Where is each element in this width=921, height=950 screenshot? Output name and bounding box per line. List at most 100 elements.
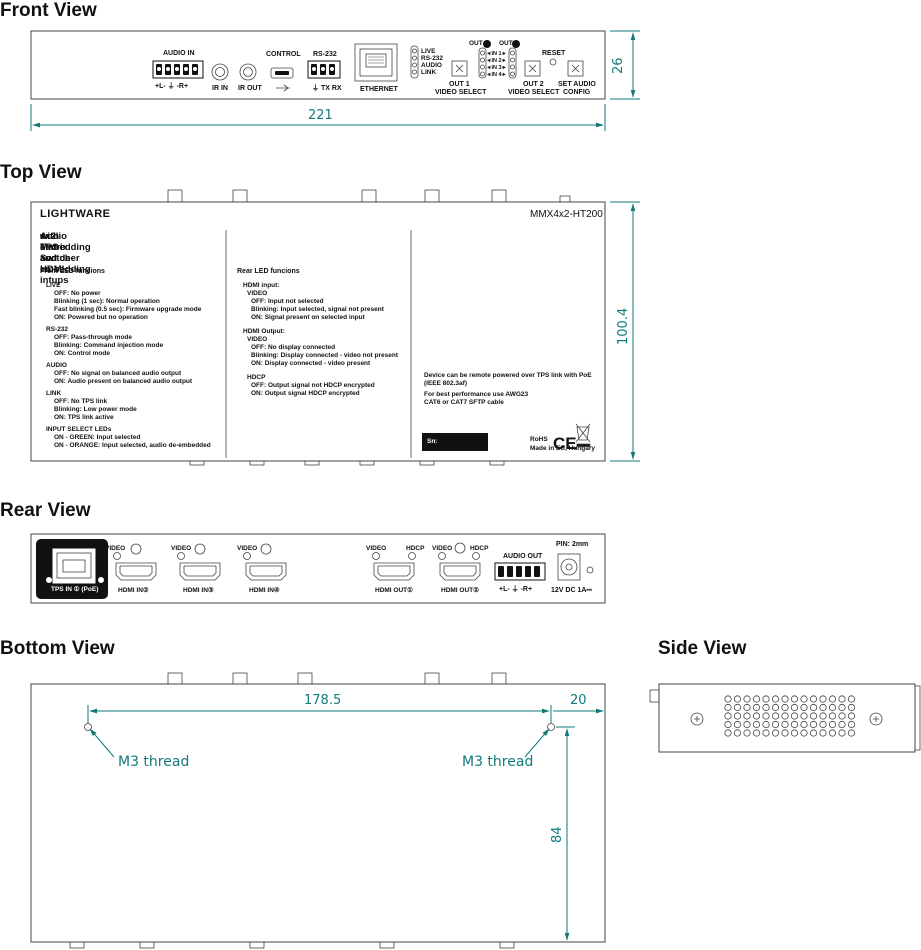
vent-hole (781, 695, 789, 703)
vent-hole (790, 729, 799, 737)
side-panel-body (658, 683, 916, 753)
vent-hole (790, 695, 799, 703)
ethernet-label: ETHERNET (360, 86, 398, 93)
usb-icon (276, 84, 290, 92)
led-group-heading: HDMI input: (243, 282, 280, 289)
mount-depth-value: 84 (550, 826, 565, 843)
led-subgroup-heading: VIDEO (247, 290, 268, 297)
vent-hole (819, 712, 827, 720)
tps-in-label: TPS IN ① (PoE) (51, 586, 99, 593)
led-subgroup-heading: VIDEO (247, 336, 268, 343)
vent-hole (809, 729, 818, 737)
vent-hole (838, 695, 846, 703)
led-rs232-label: RS-232 (421, 55, 444, 62)
vent-hole (838, 712, 846, 720)
out2-marker-icon (512, 40, 520, 48)
rear-view-title: Rear View (0, 500, 91, 521)
side-screw-left (690, 712, 704, 726)
vent-hole (828, 720, 837, 729)
vent-hole (733, 729, 742, 737)
front-view-title: Front View (0, 0, 97, 21)
led-group-heading: AUDIO (46, 362, 67, 369)
vent-hole (790, 712, 799, 720)
vent-hole (800, 695, 808, 703)
vent-hole (828, 703, 837, 712)
left-mount-hole (84, 723, 92, 731)
out2-input-leds (508, 47, 517, 79)
vent-hole (781, 720, 789, 729)
led-link-label: LINK (421, 69, 437, 76)
out2-select-button (524, 60, 541, 77)
hdmi-in4-label: HDMI IN④ (249, 587, 280, 594)
in4-label: ◄IN 4► (486, 72, 507, 78)
led-function-line: ON: TPS link active (54, 414, 114, 421)
pin-size-label: PIN: 2mm (556, 541, 589, 548)
vent-hole (809, 703, 818, 712)
audio-out-pins-label: +L- ⏚ -R+ (499, 586, 533, 593)
vent-hole (752, 695, 761, 703)
vent-hole (847, 703, 856, 712)
vent-hole (743, 703, 751, 712)
bottom-view-title: Bottom View (0, 638, 115, 659)
led-function-line: Blinking: Input selected, signal not pre… (251, 306, 384, 313)
vent-hole (847, 712, 856, 720)
out1-input-leds (478, 47, 487, 79)
reset-label: RESET (542, 50, 566, 57)
led-group-heading: HDMI Output: (243, 328, 285, 335)
tps-lightning-icon (46, 577, 52, 583)
led-group-heading: RS-232 (46, 326, 69, 333)
vent-hole (743, 720, 751, 729)
vent-hole (771, 720, 780, 729)
vent-hole (809, 720, 818, 729)
usb-port (270, 67, 294, 79)
vent-hole (752, 720, 761, 729)
vent-hole (733, 712, 742, 720)
vent-hole (762, 712, 770, 720)
front-view-drawing (30, 30, 640, 131)
led-live-label: LIVE (421, 48, 436, 55)
led-function-line: Fast blinking (0.5 sec): Firmware upgrad… (54, 306, 202, 313)
led-function-line: Blinking: Low power mode (54, 406, 137, 413)
side-screw-right (869, 712, 883, 726)
top-view-drawing: CE (30, 189, 640, 466)
led-function-line: ON: Signal present on selected input (251, 314, 365, 321)
out1-select-label-1: OUT 1 (449, 81, 470, 88)
led-group-heading: LINK (46, 390, 62, 397)
vent-hole (800, 720, 808, 729)
led-function-line: ON: Display connected - video present (251, 360, 371, 367)
out1-heading-label: OUT 1 (469, 40, 489, 47)
status-led-strip (410, 45, 419, 79)
mount-span-value: 178.5 (304, 693, 342, 708)
hdmi-in3-video-label: VIDEO (171, 545, 192, 552)
bottom-panel-body (30, 683, 606, 943)
vent-hole (743, 712, 751, 720)
hdmi-in4-video-label: VIDEO (237, 545, 258, 552)
set-audio-label-1: SET AUDIO (558, 81, 596, 88)
ir-in-label: IR IN (212, 85, 228, 92)
audio-in-pins-label: +L- ⏚ -R+ (155, 83, 189, 90)
vent-hole (781, 712, 789, 720)
control-label: CONTROL (266, 51, 301, 58)
brand-logo: LIGHTWARE (40, 208, 111, 220)
vent-hole (771, 703, 780, 712)
in3-label: ◄IN 3► (486, 65, 507, 71)
power-rating-label: 12V DC 1A⎓ (551, 587, 592, 594)
cable-note: For best performance use AWG23 CAT6 or C… (424, 391, 529, 406)
led-function-line: OFF: Output signal not HDCP encrypted (251, 382, 375, 389)
hdmi-out1-hdcp-label: HDCP (406, 545, 425, 552)
out1-marker-icon (483, 40, 491, 48)
weee-icon (575, 423, 591, 447)
right-thread-label: M3 thread (462, 754, 534, 770)
led-group-heading: LIVE (46, 282, 61, 289)
ce-mark: CE (553, 434, 577, 453)
vent-hole (847, 729, 856, 737)
led-function-line: OFF: No display connected (251, 344, 336, 351)
led-function-line: ON: Powered but no operation (54, 314, 148, 321)
vent-hole (724, 712, 732, 720)
vent-hole (838, 703, 846, 712)
vent-hole (838, 729, 846, 737)
model-name: MMX4x2-HT200 (530, 209, 603, 220)
set-audio-label-2: CONFIG (563, 89, 591, 96)
led-function-line: OFF: Pass-through mode (54, 334, 132, 341)
vent-hole (800, 703, 808, 712)
